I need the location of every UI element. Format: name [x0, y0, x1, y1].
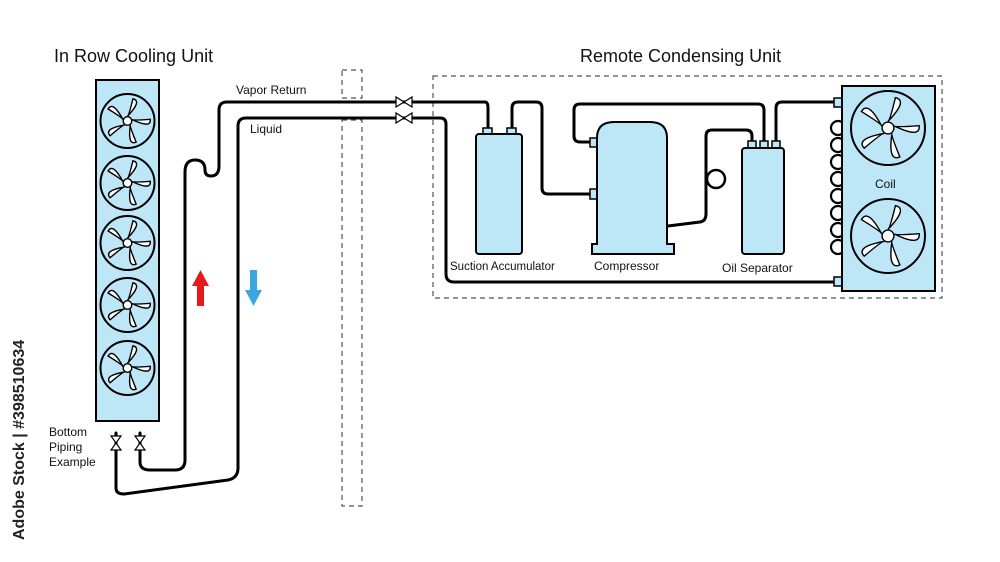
- compressor: [589, 121, 675, 255]
- suction-accumulator-body: [475, 133, 523, 255]
- down-arrow-icon: [245, 270, 262, 306]
- in-row-cooling-unit-title: In Row Cooling Unit: [54, 46, 213, 66]
- bottom-note-line3: Example: [49, 455, 96, 469]
- suction-accumulator-label: Suction Accumulator: [450, 261, 555, 273]
- condenser-fans: [850, 90, 926, 274]
- cooling-unit-fans: [99, 93, 156, 396]
- coil-label: Coil: [875, 177, 896, 191]
- vapor-valve-icon: [395, 95, 413, 109]
- wall-top-segment: [341, 69, 363, 99]
- accumulator-to-compressor-pipe: [510, 100, 596, 196]
- in-row-cooling-unit: [95, 79, 160, 422]
- suction-accumulator: [475, 127, 523, 255]
- fan-icon: [99, 93, 156, 149]
- oil-return-pipe: [666, 128, 754, 228]
- compressor-body: [591, 121, 675, 255]
- watermark-text: Adobe Stock | #398510634: [11, 340, 28, 540]
- bottom-valve-icon: [109, 435, 123, 451]
- liquid-pipe: [114, 116, 838, 496]
- condenser-coil-unit: [829, 85, 936, 292]
- pipe-loop: [705, 168, 727, 190]
- fan-icon: [99, 277, 156, 333]
- fan-icon: [99, 215, 156, 271]
- bottom-valve-icon: [133, 435, 147, 451]
- separator-to-coil-pipe: [774, 100, 838, 144]
- compressor-label: Compressor: [594, 259, 659, 273]
- bottom-note-line1: Bottom: [49, 425, 87, 439]
- vapor-return-pipe: [138, 100, 490, 472]
- liquid-valve-icon: [395, 111, 413, 125]
- remote-condensing-unit-title: Remote Condensing Unit: [580, 46, 781, 66]
- bottom-note-line2: Piping: [49, 440, 82, 454]
- fan-icon: [850, 90, 926, 166]
- oil-separator-label: Oil Separator: [722, 261, 793, 275]
- fan-icon: [99, 340, 156, 396]
- vapor-return-label: Vapor Return: [236, 83, 306, 97]
- compressor-discharge-pipe: [572, 102, 766, 144]
- oil-separator-body: [741, 147, 785, 255]
- fan-icon: [99, 155, 156, 211]
- wall-segment: [341, 119, 363, 507]
- condensing-unit-enclosure: [432, 75, 943, 299]
- fan-icon: [850, 198, 926, 274]
- liquid-label: Liquid: [250, 122, 282, 136]
- oil-separator: [741, 140, 785, 255]
- up-arrow-icon: [192, 270, 209, 306]
